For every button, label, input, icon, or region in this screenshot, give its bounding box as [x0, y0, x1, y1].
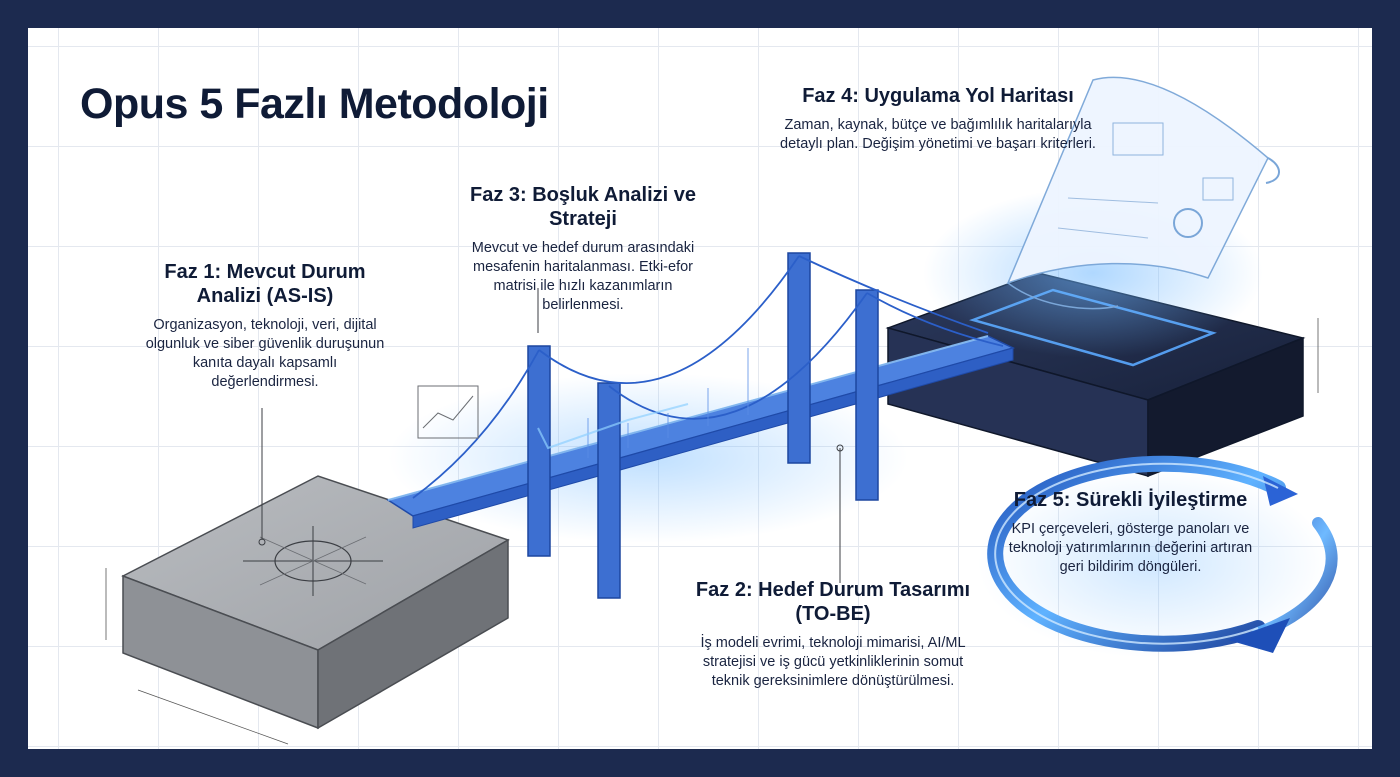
phase-3-heading: Faz 3: Boşluk Analizi ve Strateji	[470, 184, 696, 230]
phase-1-heading: Faz 1: Mevcut Durum Analizi (AS-IS)	[164, 261, 366, 307]
phase-4-heading: Faz 4: Uygulama Yol Haritası	[802, 85, 1074, 107]
bridge-icon	[386, 252, 1016, 599]
phase-4-description: Zaman, kaynak, bütçe ve bağımlılık harit…	[780, 117, 1096, 153]
phase-3-card: Faz 3: Boşluk Analizi ve Strateji Mevcut…	[453, 183, 713, 316]
phase-3-description: Mevcut ve hedef durum arasındaki mesafen…	[471, 240, 695, 314]
phase-5-heading: Faz 5: Sürekli İyileştirme	[1013, 489, 1248, 511]
phase-5-description: KPI çerçeveleri, gösterge panoları ve te…	[1008, 521, 1253, 576]
phase-2-heading: Faz 2: Hedef Durum Tasarımı (TO-BE)	[695, 579, 971, 625]
phase-4-card: Faz 4: Uygulama Yol Haritası Zaman, kayn…	[773, 84, 1103, 154]
phase-2-description: İş modeli evrimi, teknoloji mimarisi, AI…	[700, 635, 966, 690]
phase-1-card: Faz 1: Mevcut Durum Analizi (AS-IS) Orga…	[140, 260, 390, 393]
cycle-arrows-icon	[978, 455, 1338, 658]
infographic-canvas: Opus 5 Fazlı Metodoloji Faz 1: Mevcut Du…	[28, 28, 1372, 749]
phase-2-card: Faz 2: Hedef Durum Tasarımı (TO-BE) İş m…	[693, 578, 973, 691]
phase-1-description: Organizasyon, teknoloji, veri, dijital o…	[145, 317, 385, 391]
page-title: Opus 5 Fazlı Metodoloji	[80, 80, 549, 128]
as-is-block-icon	[105, 408, 510, 745]
blueprint-scroll-icon	[923, 76, 1280, 358]
phase-5-card: Faz 5: Sürekli İyileştirme KPI çerçevele…	[998, 488, 1263, 577]
illustration	[105, 76, 1338, 745]
